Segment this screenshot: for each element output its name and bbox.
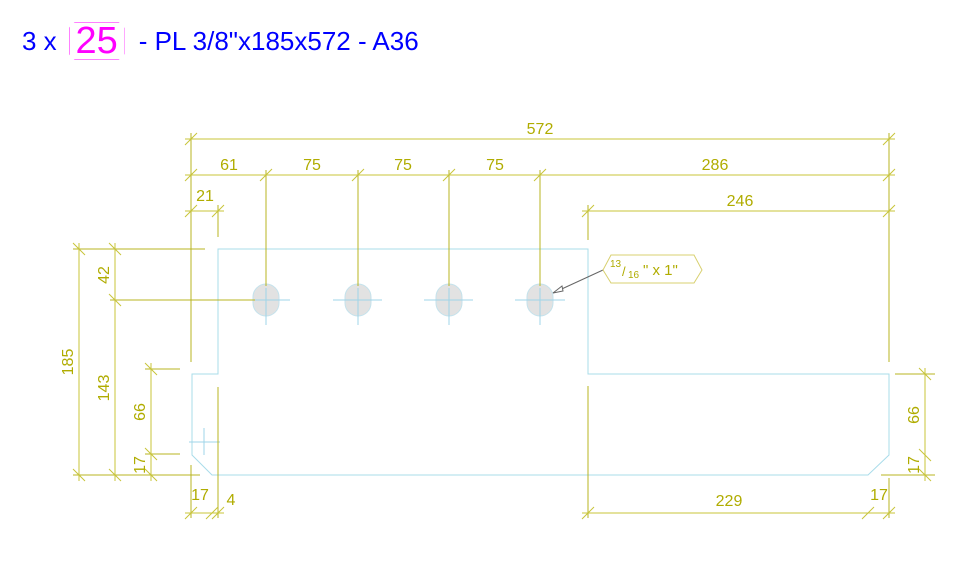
hole bbox=[245, 283, 290, 325]
dim-bottom-right-length: 229 bbox=[716, 493, 743, 510]
quantity-label: 3 x bbox=[22, 25, 57, 56]
dim-overall-length: 572 bbox=[527, 121, 554, 138]
hole-label-numerator: 13 bbox=[610, 259, 622, 270]
dim-left-tab-height: 66 bbox=[132, 403, 149, 421]
fraction-slash: / bbox=[622, 264, 626, 279]
dim-left-chamfer-v: 17 bbox=[132, 456, 149, 474]
hole-size-callout: 13 / 16 " x 1" bbox=[552, 254, 703, 294]
dim-left-offset: 4 bbox=[227, 492, 236, 509]
dim-right-top: 246 bbox=[727, 193, 754, 210]
hole-label-size: " x 1" bbox=[643, 262, 678, 279]
dim-right-tab-height: 66 bbox=[906, 406, 923, 424]
dim-hole-spacing: 75 bbox=[486, 157, 504, 174]
dim-notch-width: 21 bbox=[196, 188, 214, 205]
part-description: - PL 3/8"x185x572 - A36 bbox=[138, 25, 419, 56]
dim-hole-spacing: 75 bbox=[394, 157, 412, 174]
dim-hole-spacing: 286 bbox=[702, 157, 729, 174]
hole bbox=[333, 283, 382, 325]
hole-label-denominator: 16 bbox=[628, 270, 640, 281]
dim-hole-spacing: 61 bbox=[220, 157, 238, 174]
plate-outline bbox=[191, 248, 890, 476]
dim-hole-edge: 42 bbox=[96, 266, 113, 284]
part-mark-badge: 25 bbox=[69, 22, 125, 60]
dim-hole-to-bottom: 143 bbox=[96, 375, 113, 402]
hole bbox=[424, 283, 473, 325]
dim-right-chamfer-h: 17 bbox=[870, 487, 888, 504]
dim-overall-height: 185 bbox=[60, 349, 77, 376]
dimension-lines bbox=[72, 132, 932, 520]
dim-hole-spacing: 75 bbox=[303, 157, 321, 174]
holes bbox=[189, 283, 565, 455]
hole bbox=[515, 283, 565, 325]
dim-right-chamfer-v: 17 bbox=[906, 456, 923, 474]
part-title: 3 x 25 - PL 3/8"x185x572 - A36 bbox=[22, 20, 419, 62]
dim-left-chamfer-h: 17 bbox=[191, 487, 209, 504]
